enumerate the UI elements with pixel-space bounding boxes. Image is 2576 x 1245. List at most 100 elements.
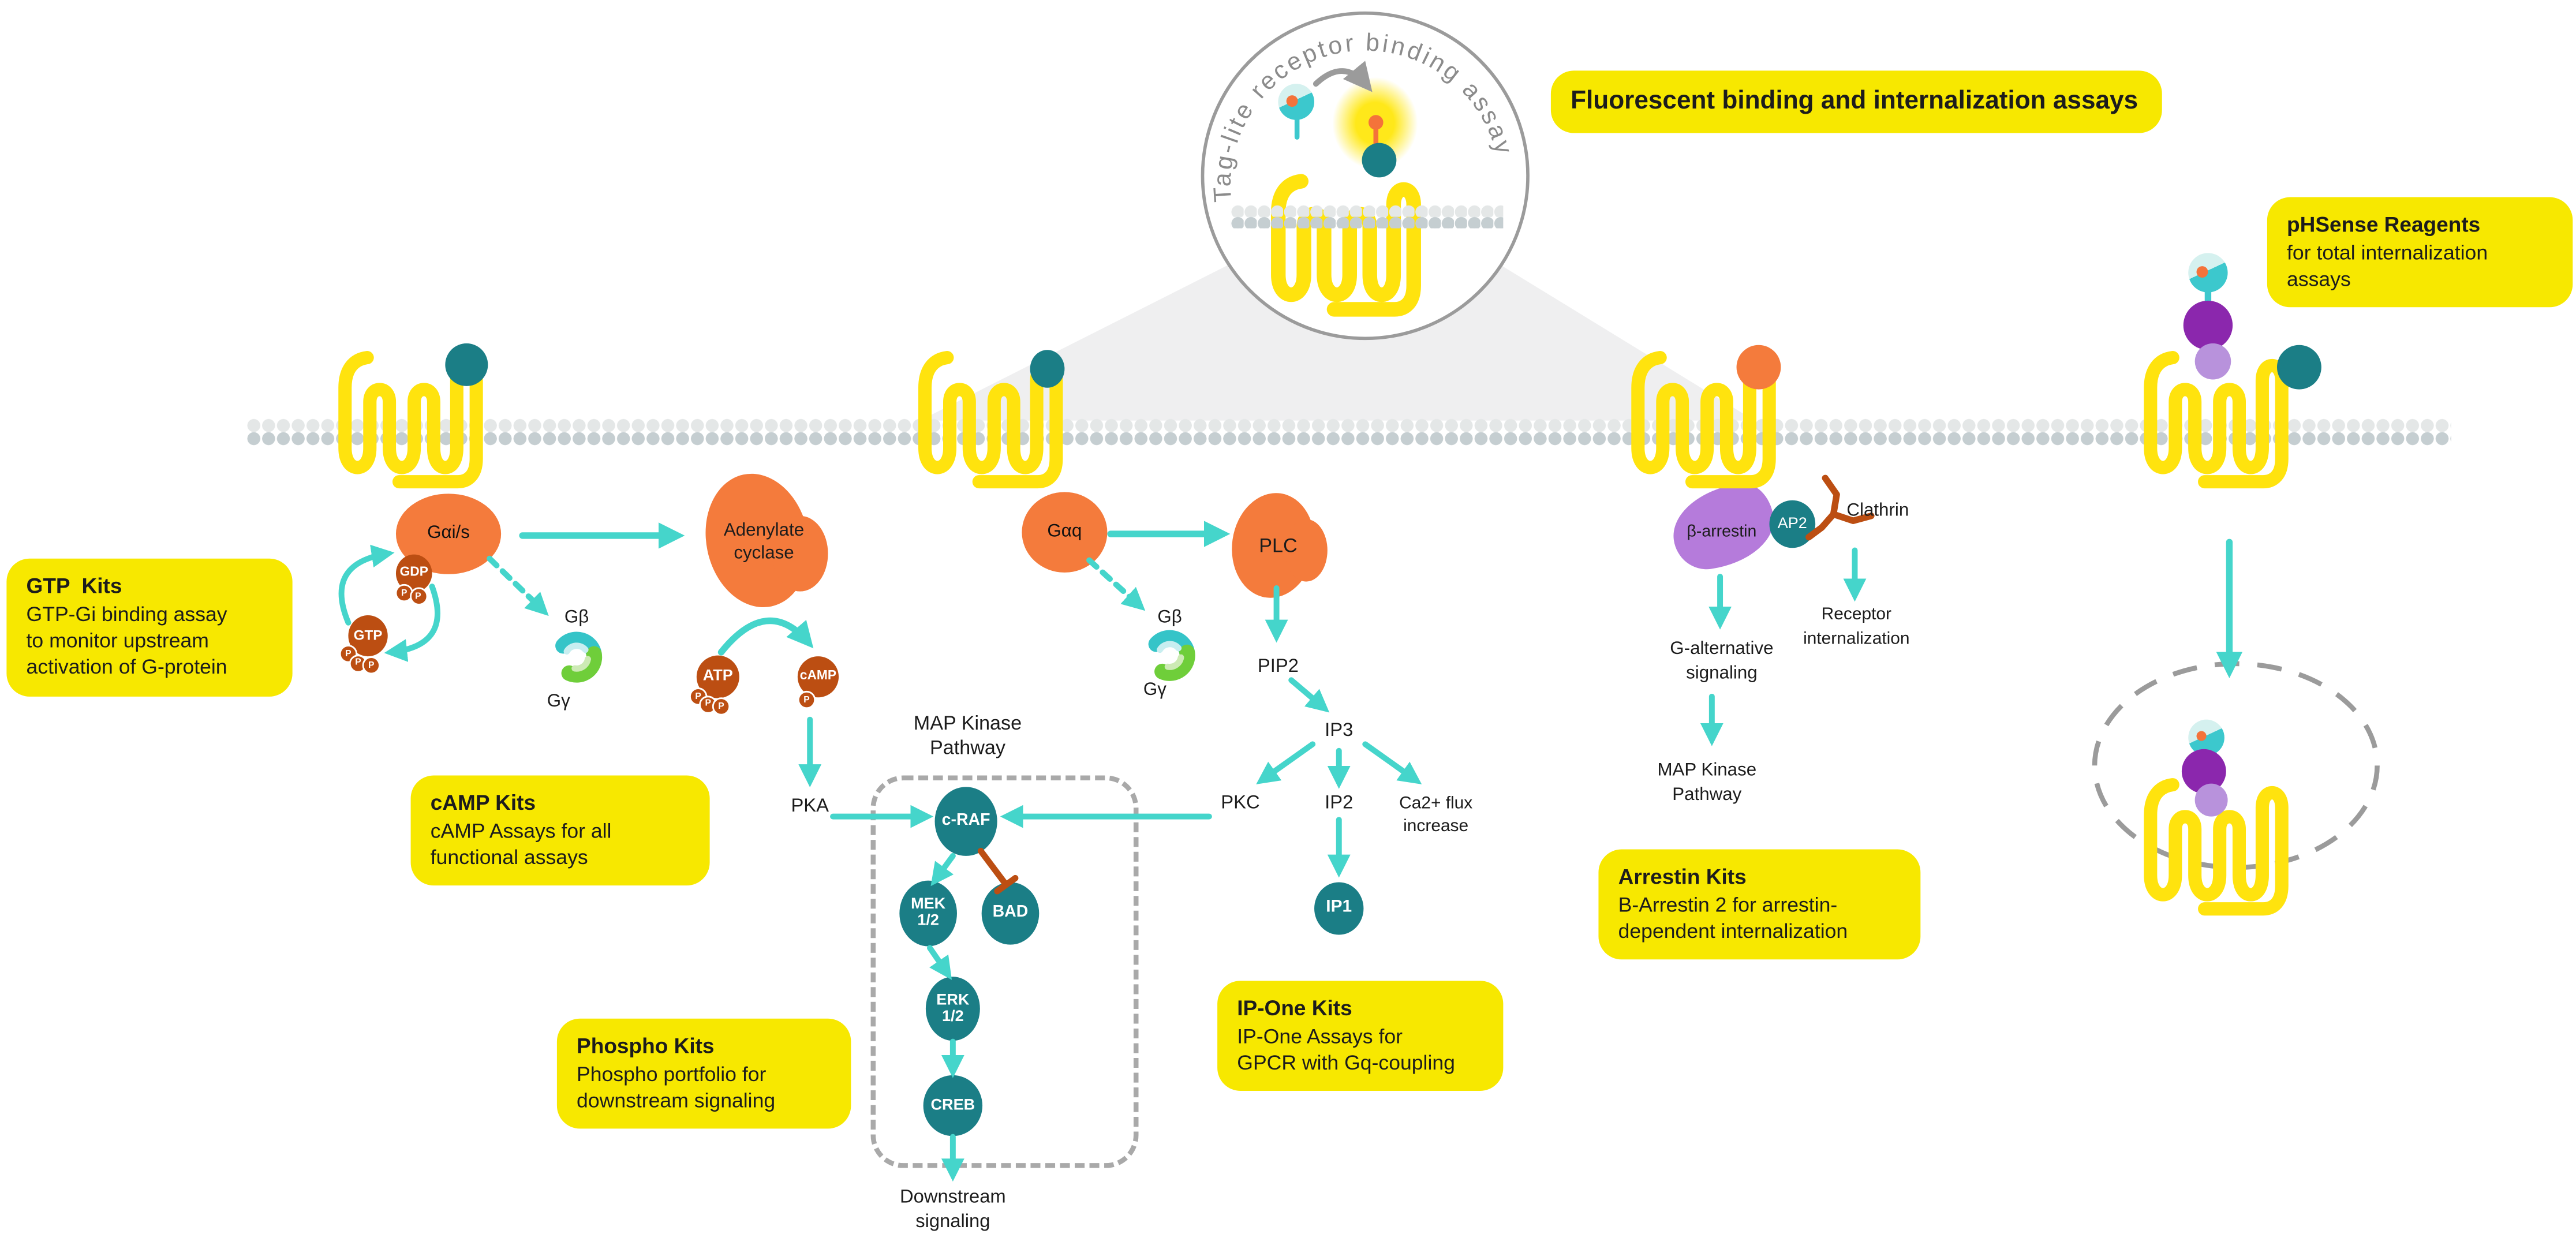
membrane-outer-leaflet — [246, 418, 2451, 432]
callout-arrestin-line1: B-Arrestin 2 for arrestin- — [1618, 893, 1838, 917]
inset-gpcr-receptor — [1271, 174, 1421, 317]
phosphate-badge: P — [712, 697, 731, 716]
callout-gtp-line3: activation of G-protein — [26, 656, 227, 679]
map-kinase-2-line1: MAP Kinase — [1657, 760, 1757, 780]
callout-ipone-line2: GPCR with Gq-coupling — [1237, 1052, 1455, 1075]
inset-membrane-inner — [1230, 216, 1504, 229]
g-alternative-line1: G-alternative — [1670, 639, 1774, 659]
plc-label: PLC — [1259, 534, 1298, 557]
creb-label: CREB — [930, 1096, 975, 1114]
inset-ligand-ball — [1362, 143, 1397, 178]
callout-gtp-line1: GTP-Gi binding assay — [26, 603, 227, 626]
callout-fluorescent-title: Fluorescent binding and internalization … — [1571, 87, 2138, 115]
ligand-ball-receptor-4 — [2276, 345, 2321, 390]
clathrin-label: Clathrin — [1846, 501, 1909, 521]
ip1-label: IP1 — [1326, 898, 1352, 918]
inhibition-tbar — [994, 874, 1019, 895]
arrow-mek-to-erk — [927, 945, 952, 980]
callout-phsense-line1: for total internalization — [2287, 241, 2488, 264]
pkc-label: PKC — [1221, 793, 1260, 813]
inset-snap-stem — [1294, 117, 1300, 140]
inset-transfer-arrow-svg: Tag-lite receptor binding assay — [1209, 28, 1519, 203]
pip2-label: PIP2 — [1257, 657, 1299, 677]
craf-node: c-RAF — [934, 787, 997, 856]
callout-arrestin-title: Arrestin Kits — [1618, 864, 1747, 889]
map-kinase-title-line1: MAP Kinase — [913, 711, 1022, 735]
camp-node: cAMP — [797, 656, 839, 698]
ligand-ball-receptor-3 — [1736, 345, 1781, 390]
gtp-label: GTP — [353, 626, 383, 644]
callout-phsense: pHSense Reagents for total internalizati… — [2267, 197, 2573, 308]
bad-label: BAD — [992, 903, 1029, 922]
ip1-node: IP1 — [1314, 882, 1364, 935]
creb-node: CREB — [923, 1075, 983, 1136]
callout-camp-title: cAMP Kits — [430, 790, 536, 815]
inset-ligand-dye-dot — [1368, 115, 1384, 130]
beta-arrestin-label: β-arrestin — [1687, 523, 1757, 541]
g-beta-label-2: Gβ — [1157, 608, 1182, 628]
map-kinase-dashed-box — [870, 775, 1139, 1168]
inset-transfer-arrow — [1313, 61, 1373, 92]
callout-ipone-line1: IP-One Assays for — [1237, 1025, 1403, 1048]
membrane-inner-leaflet — [246, 432, 2451, 446]
phosphate-badge: P — [797, 690, 816, 709]
ca-flux-line2: increase — [1403, 816, 1469, 836]
inset-membrane-outer — [1230, 205, 1504, 217]
arrow-atp-to-camp — [717, 617, 814, 656]
ca-flux-line1: Ca2+ flux — [1399, 793, 1473, 813]
snap-tag-icon-r4 — [2188, 253, 2228, 293]
inset-ligand-stem — [1373, 126, 1379, 150]
callout-gtp-kits: GTP Kits GTP-Gi binding assay to monitor… — [6, 558, 293, 696]
arrow-gtp-to-gdp — [338, 544, 395, 626]
ph-probe-light-purple-r4 — [2194, 343, 2231, 380]
g-beta-label-1: Gβ — [564, 608, 589, 628]
taglite-inset-circle: Tag-lite receptor binding assay — [1201, 11, 1530, 341]
ip2-label: IP2 — [1325, 793, 1354, 813]
erk-label-line1: ERK — [936, 990, 970, 1009]
callout-phsense-title: pHSense Reagents — [2287, 212, 2481, 237]
g-gamma-label-1: Gγ — [547, 691, 570, 712]
callout-gtp-line2: to monitor upstream — [26, 629, 209, 653]
ligand-ball-receptor-2 — [1030, 350, 1065, 388]
arrow-ip3-to-pkc — [1256, 741, 1316, 784]
mek-label-line1: MEK — [911, 895, 946, 914]
receptor-internalization-line1: Receptor — [1821, 604, 1891, 625]
bad-node: BAD — [981, 882, 1040, 945]
ph-probe-dark-purple-r4 — [2183, 300, 2233, 350]
phosphate-badge: P — [362, 656, 380, 675]
clathrin-icon — [1805, 474, 1875, 541]
ph-probe-light-purple-endosome — [2194, 783, 2228, 817]
callout-phospho-kits: Phospho Kits Phospho portfolio for downs… — [556, 1018, 851, 1130]
callout-fluorescent: Fluorescent binding and internalization … — [1550, 70, 2162, 133]
g-beta-gamma-crescent-1 — [555, 631, 603, 683]
gdp-node: GDP — [395, 554, 432, 593]
pka-label: PKA — [791, 797, 829, 817]
callout-camp-line2: functional assays — [430, 846, 588, 870]
g-alpha-i-s-label: Gαi/s — [427, 522, 470, 543]
g-gamma-label-2: Gγ — [1143, 680, 1167, 700]
callout-phospho-title: Phospho Kits — [577, 1033, 715, 1059]
phosphate-badge: P — [409, 587, 428, 605]
g-beta-gamma-crescent-2 — [1148, 630, 1195, 681]
map-kinase-2-line2: Pathway — [1672, 785, 1742, 805]
inset-snap-dye-dot — [1286, 95, 1298, 107]
ligand-ball-receptor-1 — [445, 343, 488, 386]
erk-label-line2: 1/2 — [942, 1007, 964, 1026]
arrow-pip2-to-ip3 — [1288, 677, 1330, 713]
adenylate-label-line2: cyclase — [734, 544, 794, 564]
craf-label: c-RAF — [941, 811, 990, 829]
callout-camp-kits: cAMP Kits cAMP Assays for all functional… — [410, 775, 710, 887]
callout-phsense-line2: assays — [2287, 268, 2351, 291]
arrow-ip3-to-ca-flux — [1362, 741, 1422, 784]
callout-ipone-kits: IP-One Kits IP-One Assays for GPCR with … — [1217, 981, 1504, 1092]
snap-dye-dot-endosome — [2196, 731, 2207, 741]
svg-text:Tag-lite receptor binding assa: Tag-lite receptor binding assay — [1209, 28, 1519, 203]
downstream-signaling-line1: Downstream — [899, 1187, 1006, 1208]
mek-label-line2: 1/2 — [917, 911, 939, 930]
camp-label: cAMP — [799, 668, 837, 683]
plc-blob-lobe — [1284, 519, 1328, 582]
ap2-label: AP2 — [1777, 514, 1807, 533]
